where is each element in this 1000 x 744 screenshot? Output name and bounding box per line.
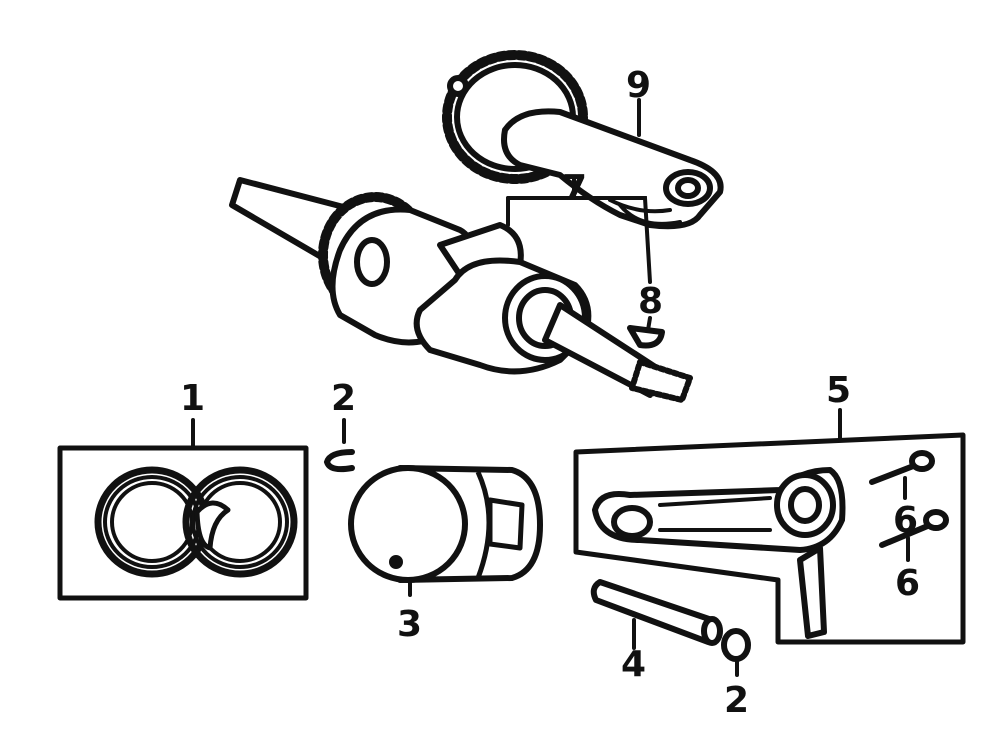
crankshaft <box>229 177 693 403</box>
callout-6-top: 6 <box>893 500 918 541</box>
connecting-rod-set <box>573 432 966 645</box>
callout-5: 5 <box>826 370 851 411</box>
piston-ring-set <box>57 445 309 601</box>
callout-1: 1 <box>180 378 205 419</box>
callout-4: 4 <box>621 644 646 685</box>
callout-3: 3 <box>397 604 422 645</box>
piston-pin-clip-bottom <box>721 628 751 662</box>
piston-pin <box>590 579 723 646</box>
callout-2-bottom: 2 <box>724 680 749 721</box>
rod-bolts <box>869 450 949 548</box>
piston-pin-clip-top <box>323 449 355 473</box>
woodruff-key <box>627 325 665 349</box>
callout-numbers: 1 2 3 4 2 5 6 6 7 8 9 <box>180 65 920 721</box>
callout-7: 7 <box>562 168 587 209</box>
callout-6-bottom: 6 <box>895 563 920 604</box>
piston <box>348 465 543 583</box>
callout-8: 8 <box>638 281 663 322</box>
callout-2-top: 2 <box>331 378 356 419</box>
connecting-rod <box>592 467 846 639</box>
leader-lines <box>191 98 910 677</box>
callout-9: 9 <box>626 65 651 106</box>
balancer-shaft <box>442 50 724 230</box>
